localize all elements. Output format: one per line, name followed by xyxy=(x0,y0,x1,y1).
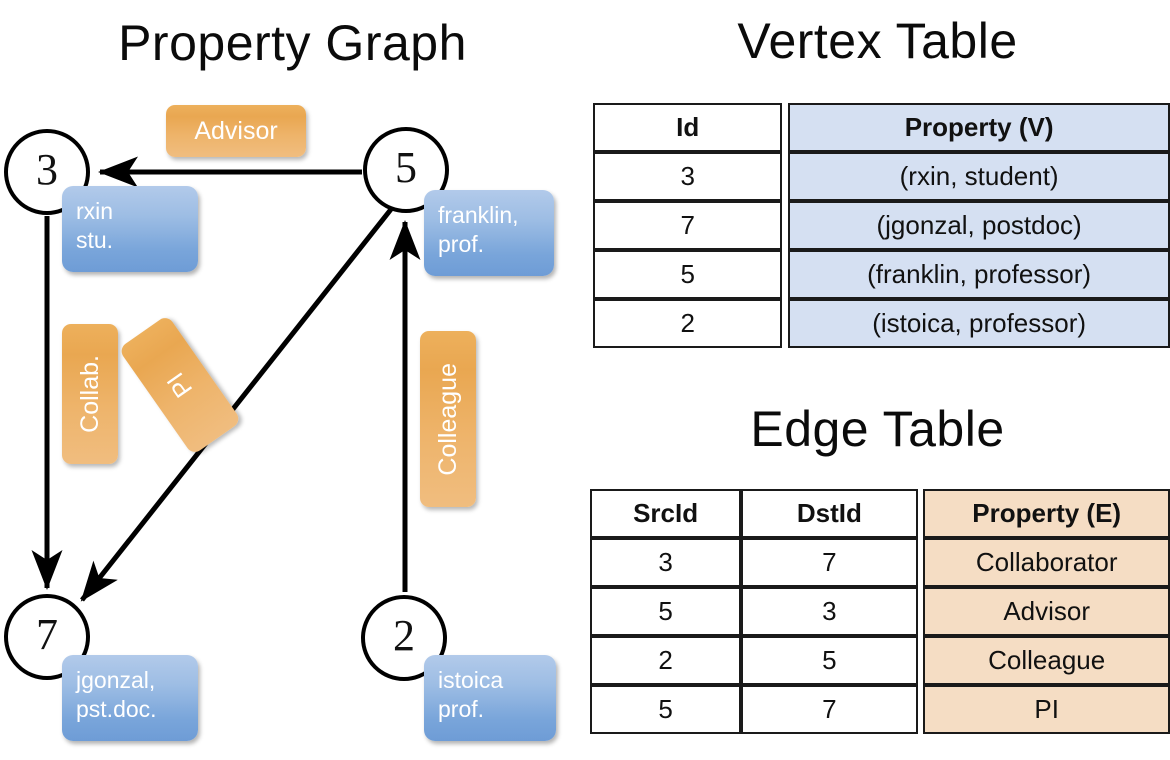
graph-edge-arrows xyxy=(31,156,421,602)
edge-cell-property: Colleague xyxy=(923,636,1170,685)
vertex-property-box-2: istoica prof. xyxy=(424,655,556,741)
edge-table-column-gap xyxy=(917,538,924,587)
edge-table-column-gap xyxy=(917,685,924,734)
edge-cell-dstid: 5 xyxy=(741,636,918,685)
edge-table-header-row: SrcId DstId Property (E) xyxy=(590,489,1170,538)
edge-label-collab-text: Collab. xyxy=(75,355,104,433)
table-row: 5 3 Advisor xyxy=(590,587,1170,636)
vertex-table-column-gap xyxy=(782,103,789,152)
table-row: 2 (istoica, professor) xyxy=(593,299,1170,348)
vertex-property-box-2-line2: prof. xyxy=(438,696,485,723)
vertex-property-box-3: rxin stu. xyxy=(62,186,198,272)
vertex-cell-property: (jgonzal, postdoc) xyxy=(788,201,1170,250)
edge-cell-srcid: 5 xyxy=(590,587,742,636)
page-title-vertex-table: Vertex Table xyxy=(737,13,1018,69)
edge-table-header-srcid: SrcId xyxy=(590,489,742,538)
vertex-cell-id: 7 xyxy=(593,201,783,250)
edge-cell-srcid: 5 xyxy=(590,685,742,734)
edge-cell-dstid: 7 xyxy=(741,538,918,587)
graph-node-3-label: 3 xyxy=(36,145,58,194)
edge-cell-dstid: 7 xyxy=(741,685,918,734)
vertex-property-box-7-line1: jgonzal, xyxy=(76,667,156,693)
vertex-cell-property: (istoica, professor) xyxy=(788,299,1170,348)
vertex-property-box-7-line2: pst.doc. xyxy=(76,696,157,723)
property-graph-diagram: 3 5 7 2 rxin stu. franklin, prof. jgonza… xyxy=(4,105,556,741)
edge-cell-property: Advisor xyxy=(923,587,1170,636)
edge-cell-srcid: 2 xyxy=(590,636,742,685)
edge-label-box-colleague: Colleague xyxy=(420,331,476,507)
edge-table-column-gap xyxy=(917,587,924,636)
edge-cell-property: Collaborator xyxy=(923,538,1170,587)
table-row: 7 (jgonzal, postdoc) xyxy=(593,201,1170,250)
edge-cell-dstid: 3 xyxy=(741,587,918,636)
edge-table: SrcId DstId Property (E) 3 7 Collaborato… xyxy=(590,489,1170,734)
vertex-cell-property: (rxin, student) xyxy=(788,152,1170,201)
vertex-property-box-5: franklin, prof. xyxy=(424,190,554,276)
vertex-table-column-gap xyxy=(782,201,789,250)
vertex-table-header-row: Id Property (V) xyxy=(593,103,1170,152)
vertex-table: Id Property (V) 3 (rxin, student) 7 (jgo… xyxy=(593,103,1170,348)
table-row: 3 7 Collaborator xyxy=(590,538,1170,587)
vertex-cell-id: 5 xyxy=(593,250,783,299)
graph-node-2-label: 2 xyxy=(393,611,415,660)
vertex-property-box-5-line2: prof. xyxy=(438,231,485,258)
edge-arrow-5-to-7 xyxy=(80,206,394,602)
vertex-property-box-7: jgonzal, pst.doc. xyxy=(62,655,198,741)
vertex-table-column-gap xyxy=(782,152,789,201)
edge-table-header-dstid: DstId xyxy=(741,489,918,538)
edge-label-box-advisor: Advisor xyxy=(166,105,306,157)
edge-table-column-gap xyxy=(917,636,924,685)
vertex-table-header-property: Property (V) xyxy=(788,103,1170,152)
edge-cell-srcid: 3 xyxy=(590,538,742,587)
table-row: 3 (rxin, student) xyxy=(593,152,1170,201)
vertex-property-box-3-line1: rxin xyxy=(76,198,114,224)
graph-node-7-label: 7 xyxy=(36,610,58,659)
vertex-property-box-5-line1: franklin, xyxy=(438,202,519,228)
edge-label-pi-text: PI xyxy=(161,367,198,403)
edge-label-advisor-text: Advisor xyxy=(194,116,278,145)
edge-cell-property: PI xyxy=(923,685,1170,734)
edge-label-colleague-text: Colleague xyxy=(433,362,462,476)
edge-label-box-collab: Collab. xyxy=(62,324,118,464)
vertex-table-column-gap xyxy=(782,250,789,299)
page-title-property-graph: Property Graph xyxy=(118,15,467,71)
vertex-table-header-id: Id xyxy=(593,103,783,152)
vertex-table-column-gap xyxy=(782,299,789,348)
vertex-property-box-3-line2: stu. xyxy=(76,227,114,254)
edge-table-header-property: Property (E) xyxy=(923,489,1170,538)
vertex-cell-id: 2 xyxy=(593,299,783,348)
graph-node-2[interactable]: 2 xyxy=(361,595,447,681)
graph-node-5[interactable]: 5 xyxy=(363,127,449,213)
graph-node-5-label: 5 xyxy=(395,143,417,192)
vertex-cell-property: (franklin, professor) xyxy=(788,250,1170,299)
table-row: 5 7 PI xyxy=(590,685,1170,734)
table-row: 2 5 Colleague xyxy=(590,636,1170,685)
edge-table-column-gap xyxy=(917,489,924,538)
vertex-property-box-2-line1: istoica xyxy=(438,667,504,693)
table-row: 5 (franklin, professor) xyxy=(593,250,1170,299)
vertex-cell-id: 3 xyxy=(593,152,783,201)
page-title-edge-table: Edge Table xyxy=(750,401,1005,457)
